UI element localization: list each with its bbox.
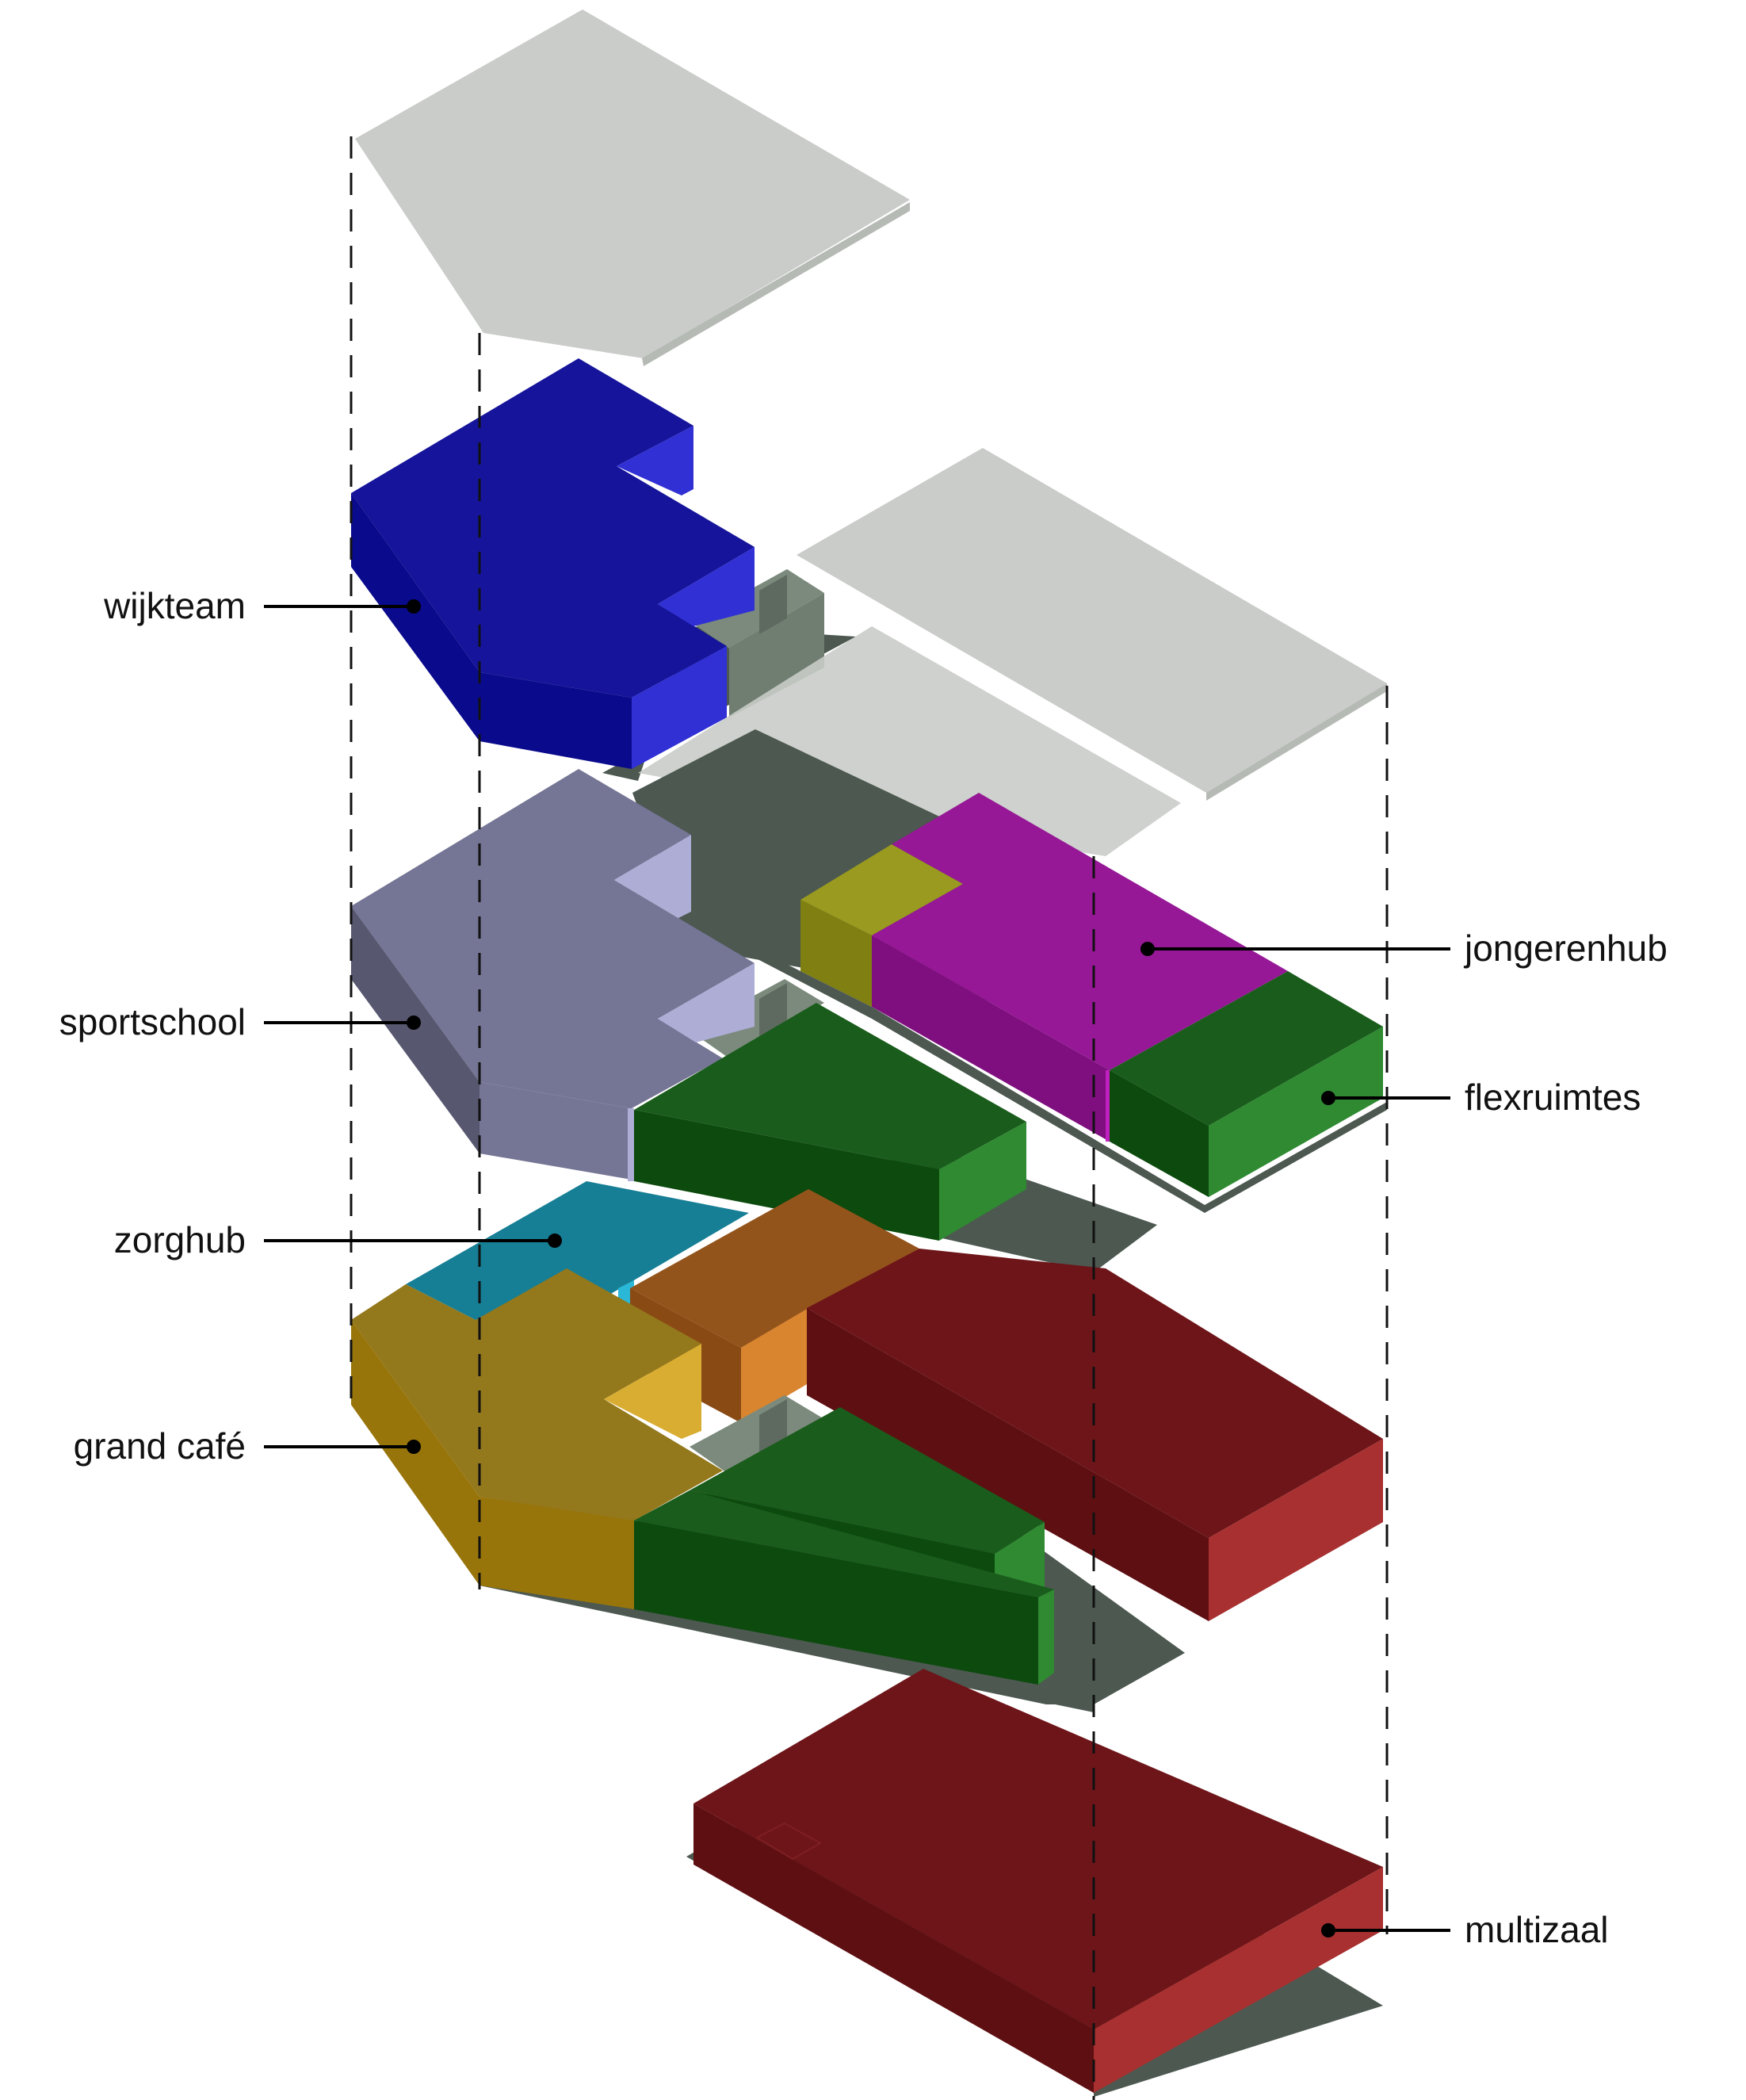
label-text-jongerenhub: jongerenhub (1463, 928, 1668, 969)
multizaal-floor (686, 1669, 1383, 2097)
label-text-wijkteam: wijkteam (103, 585, 246, 626)
label-sportschool: sportschool (59, 1001, 421, 1042)
label-text-sportschool: sportschool (59, 1001, 246, 1042)
label-text-flexruimtes: flexruimtes (1465, 1077, 1641, 1118)
grand-cafe-floor (351, 1181, 1383, 1712)
label-text-grand-cafe: grand café (74, 1425, 246, 1467)
sportschool-floor (351, 729, 1387, 1272)
roof-slab-top (355, 10, 910, 366)
label-text-zorghub: zorghub (114, 1219, 246, 1260)
label-text-multizaal: multizaal (1465, 1909, 1609, 1950)
label-grand-cafe: grand café (74, 1425, 421, 1467)
